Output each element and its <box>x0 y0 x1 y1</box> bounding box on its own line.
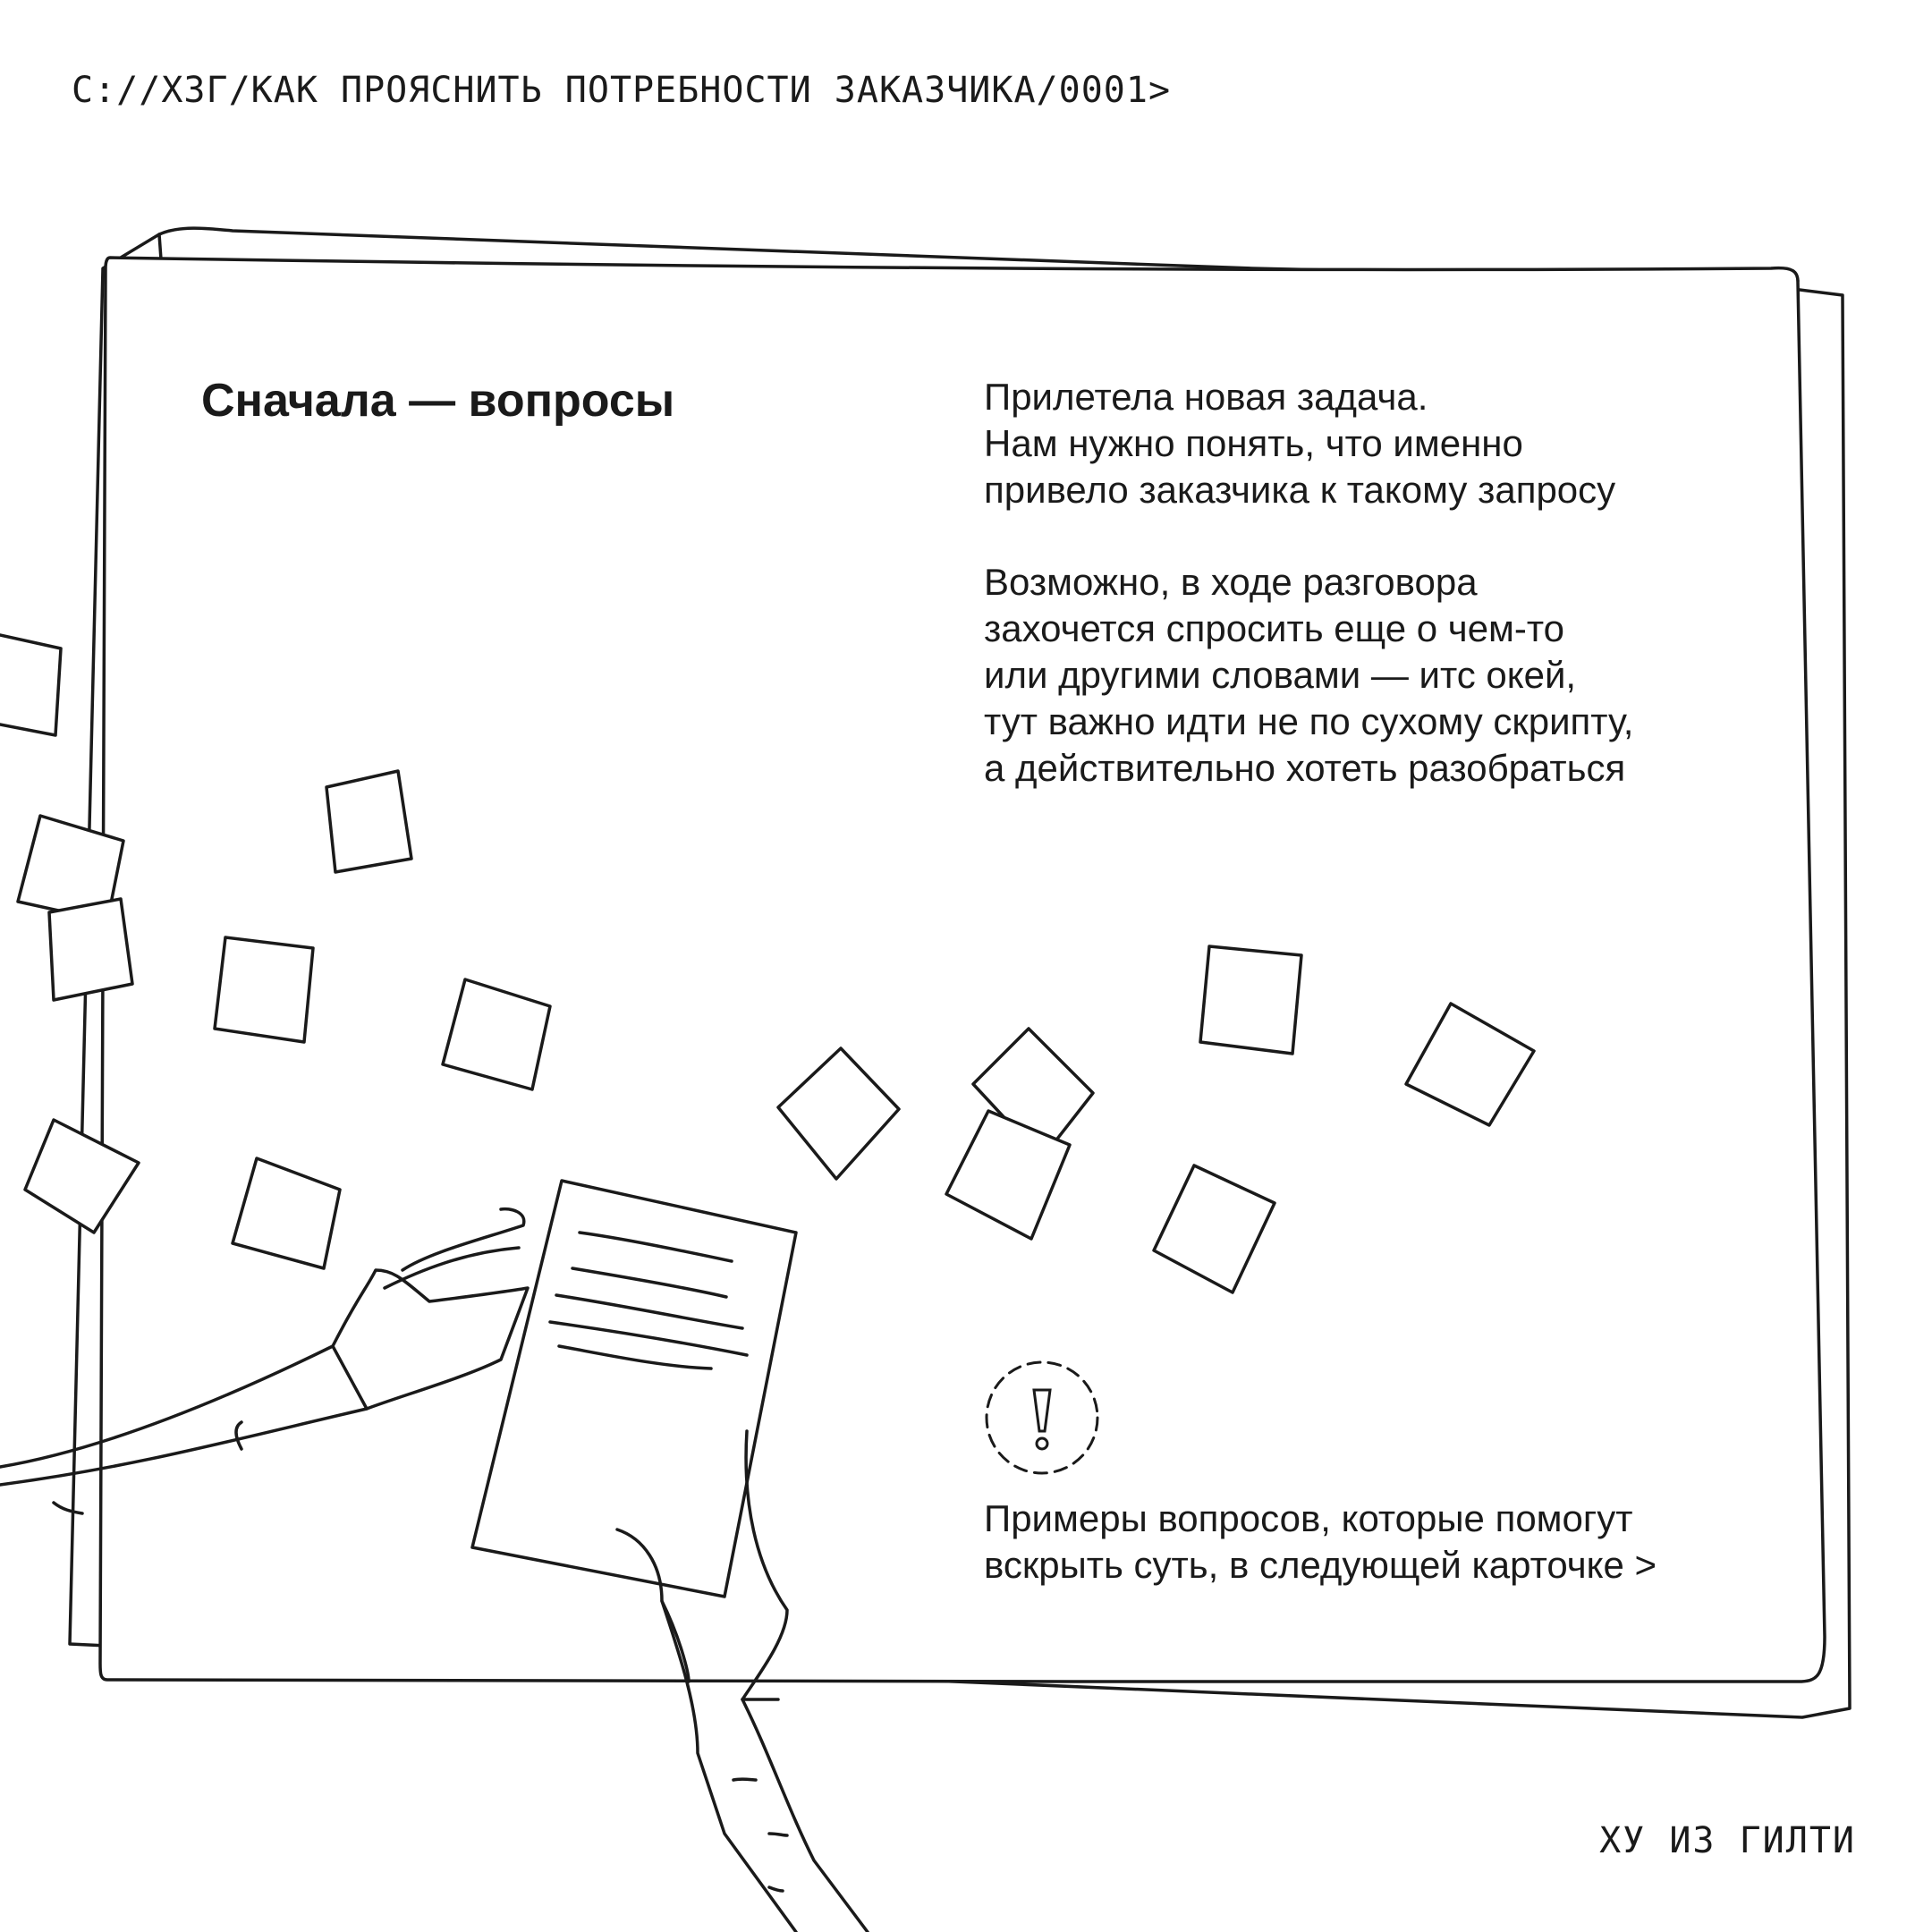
hand-left <box>331 1268 530 1411</box>
hands-and-document <box>0 1179 869 1932</box>
sticky-note <box>776 1046 901 1181</box>
sticky-note <box>213 936 315 1044</box>
sticky-note <box>47 897 134 1002</box>
body-line: или другими словами — итс окей, <box>984 654 1577 696</box>
intro-paragraph: Прилетела новая задача. Нам нужно понять… <box>984 374 1843 513</box>
note-line: Примеры вопросов, которые помогут <box>984 1497 1633 1539</box>
sticky-note <box>1199 945 1303 1055</box>
sticky-note <box>1152 1164 1276 1294</box>
sticky-note <box>945 1109 1072 1241</box>
note-line: вскрыть суть, в следующей карточке > <box>984 1544 1657 1586</box>
exclamation-circle-icon <box>985 1360 1099 1475</box>
document <box>470 1179 798 1598</box>
intro-line: привело заказчика к такому запросу <box>984 469 1616 511</box>
sticky-note <box>23 1118 140 1234</box>
card-title: Сначала — вопросы <box>201 375 675 427</box>
document-lines <box>548 1231 749 1370</box>
arm-right <box>660 1599 869 1932</box>
note-paragraph: Примеры вопросов, которые помогут вскрыт… <box>984 1496 1843 1589</box>
body-line: тут важно идти не по сухому скрипту, <box>984 700 1634 742</box>
sticky-note <box>1404 1002 1536 1127</box>
sticky-note <box>231 1157 342 1270</box>
sticky-note <box>441 978 552 1091</box>
hand-left-fingers <box>383 1207 526 1290</box>
sticky-note <box>325 769 413 874</box>
cuff-marks <box>52 1420 789 1893</box>
intro-line: Прилетела новая задача. <box>984 376 1428 418</box>
brand-label: ХУ ИЗ ГИЛТИ <box>1599 1820 1856 1861</box>
sticky-note <box>0 633 63 737</box>
body-paragraph: Возможно, в ходе разговора захочется спр… <box>984 559 1843 792</box>
intro-line: Нам нужно понять, что именно <box>984 422 1523 464</box>
body-line: захочется спросить еще о чем-то <box>984 607 1565 649</box>
body-line: а действительно хотеть разобраться <box>984 747 1626 789</box>
breadcrumb-path: С://ХЗГ/КАК ПРОЯСНИТЬ ПОТРЕБНОСТИ ЗАКАЗЧ… <box>72 70 1172 111</box>
sticky-notes <box>0 633 1536 1294</box>
body-line: Возможно, в ходе разговора <box>984 561 1478 603</box>
